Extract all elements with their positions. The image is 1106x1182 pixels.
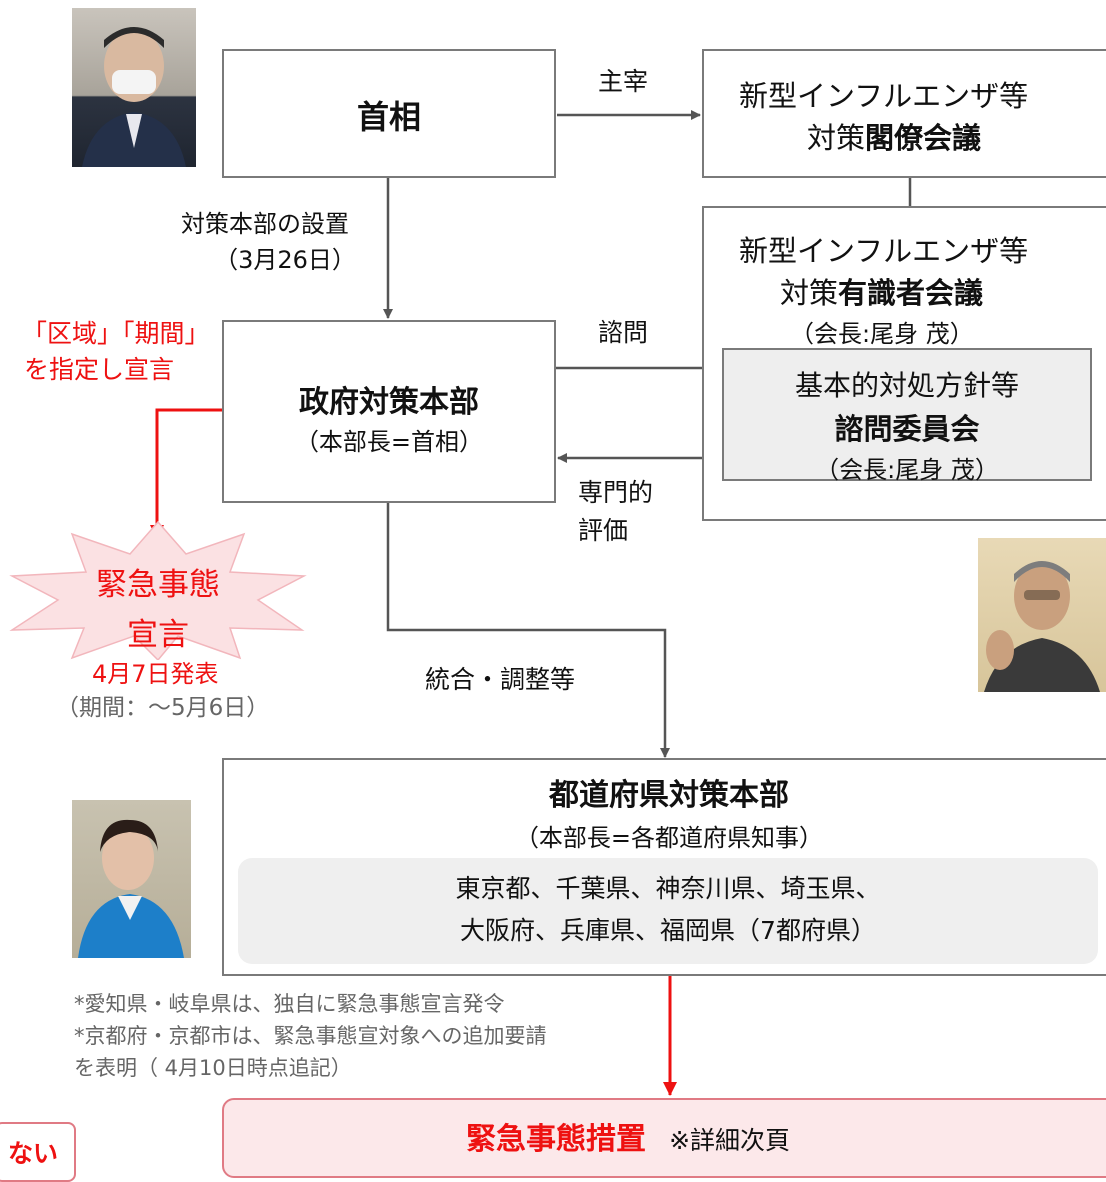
designate-label-line1: 「区域」「期間」 [22, 319, 210, 348]
advisory-box-chair: （会長:尾身 茂） [815, 456, 999, 484]
consult-label: 諮問 [598, 318, 649, 347]
expert-eval-label-line2: 評価 [578, 516, 629, 545]
expert-box-line2-bold: 有識者会議 [838, 276, 984, 310]
cabinet-box-line2-bold: 閣僚会議 [865, 121, 982, 155]
corner-tag: ない [0, 1122, 76, 1182]
person-portrait-icon [78, 819, 184, 958]
designate-label-line2: を指定し宣言 [24, 355, 175, 384]
announce-date: 4月7日発表 [92, 660, 219, 688]
emergency-burst-line1: 緊急事態 [96, 567, 220, 603]
hq-setup-label-line2: （3月26日） [214, 246, 356, 274]
cabinet-box-line1: 新型インフルエンザ等 [739, 79, 1029, 113]
chair-photo [978, 538, 1106, 692]
measures-box-note: ※詳細次頁 [669, 1126, 791, 1155]
preside-label: 主宰 [598, 67, 649, 96]
pref-list-line2: 大阪府、兵庫県、福岡県（7都府県） [460, 916, 876, 945]
pm-box: 首相 [222, 49, 556, 178]
emergency-burst-line2: 宣言 [127, 617, 189, 653]
cabinet-box-line2: 対策閣僚会議 [807, 115, 981, 157]
pm-box-title: 首相 [356, 98, 421, 136]
coordination-label: 統合・調整等 [425, 665, 576, 694]
pref-hq-box-subtitle: （本部長=各都道府県知事） [514, 824, 824, 852]
person-portrait-icon [984, 561, 1100, 692]
person-portrait-icon [82, 27, 186, 167]
pref-hq-box-title: 都道府県対策本部 [549, 778, 789, 813]
burst-shape [9, 520, 307, 660]
pref-list-line1: 東京都、千葉県、神奈川県、埼玉県、 [455, 874, 881, 903]
advisory-box: 基本的対処方針等 諮問委員会 （会長:尾身 茂） [722, 348, 1092, 484]
emergency-burst-text: 緊急事態 宣言 [58, 560, 258, 660]
pref-list-panel: 東京都、千葉県、神奈川県、埼玉県、 大阪府、兵庫県、福岡県（7都府県） [238, 858, 1098, 964]
govt-hq-box-subtitle: （本部長=首相） [294, 428, 484, 456]
measures-box-content: 緊急事態措置 ※詳細次頁 [466, 1114, 790, 1158]
govt-hq-box: 政府対策本部 （本部長=首相） [222, 320, 556, 503]
expert-box-line2: 対策有識者会議 [780, 270, 983, 312]
governor-photo [72, 800, 191, 958]
hq-setup-label: 対策本部の設置 （3月26日） [135, 206, 395, 278]
designate-label: 「区域」「期間」 を指定し宣言 [22, 316, 210, 388]
pm-photo [72, 8, 196, 167]
advisory-box-line2: 諮問委員会 [834, 412, 980, 446]
measures-box-title: 緊急事態措置 [466, 1122, 646, 1157]
arrow-declare [150, 408, 222, 539]
advisory-box-line1: 基本的対処方針等 [794, 369, 1019, 402]
govt-hq-box-title: 政府対策本部 [299, 385, 479, 420]
emergency-burst [9, 520, 307, 660]
notes-line1: *愛知県・岐阜県は、独自に緊急事態宣言発令 [74, 992, 505, 1016]
notes-line2: *京都府・京都市は、緊急事態宣対象への追加要請 [74, 1024, 547, 1048]
cabinet-box: 新型インフルエンザ等 対策閣僚会議 [702, 49, 1106, 178]
hq-setup-label-line1: 対策本部の設置 [181, 210, 349, 238]
expert-box-line2-prefix: 対策 [780, 276, 839, 310]
corner-tag-text: ない [8, 1139, 59, 1168]
notes-line3: を表明（ 4月10日時点追記） [74, 1056, 352, 1080]
pref-hq-box: 都道府県対策本部 （本部長=各都道府県知事） 東京都、千葉県、神奈川県、埼玉県、… [222, 758, 1106, 976]
expert-eval-label-line1: 専門的 [578, 478, 654, 507]
measures-box: 緊急事態措置 ※詳細次頁 [222, 1098, 1106, 1178]
expert-eval-label: 専門的 評価 [578, 474, 653, 550]
notes: *愛知県・岐阜県は、独自に緊急事態宣言発令 *京都府・京都市は、緊急事態宣対象へ… [74, 988, 547, 1084]
announce-period: （期間：〜5月6日） [56, 695, 270, 721]
arrow-coordination [386, 503, 670, 758]
expert-box-chair: （会長:尾身 茂） [790, 320, 974, 348]
expert-box-line1: 新型インフルエンザ等 [739, 234, 1029, 268]
cabinet-box-line2-prefix: 対策 [807, 121, 866, 155]
